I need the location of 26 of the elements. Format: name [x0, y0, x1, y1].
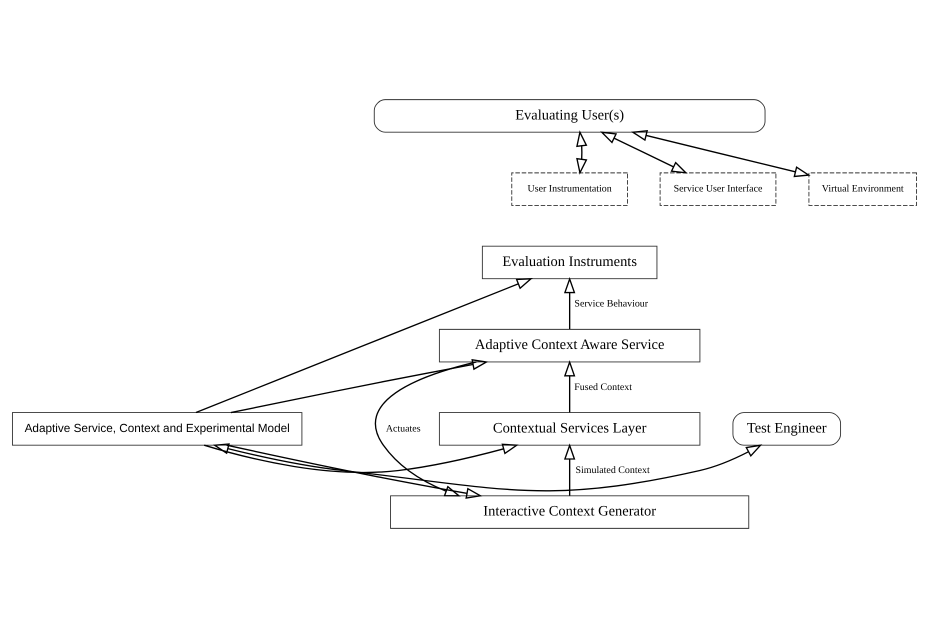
arrow	[564, 360, 576, 412]
node-box: Contextual Services Layer	[438, 412, 700, 446]
arrow	[564, 276, 576, 329]
edge-label: Fused Context	[574, 381, 632, 392]
node-box: Evaluating User(s)	[374, 98, 766, 132]
node-box: Adaptive Service, Context and Experimental Model	[12, 412, 302, 446]
node-box: Evaluation Instruments	[482, 245, 658, 279]
arrow	[196, 278, 533, 413]
node-box: Virtual Environment	[808, 172, 917, 206]
arrow	[576, 130, 588, 174]
node-box: Interactive Context Generator	[390, 494, 750, 528]
node-box: Adaptive Context Aware Service	[438, 328, 700, 362]
node-box: Service User Interface	[660, 172, 776, 206]
arrow	[226, 444, 482, 498]
arrow	[564, 442, 576, 495]
edge-label: Actuates	[386, 422, 421, 434]
arrow	[204, 443, 519, 473]
arrow	[230, 358, 488, 413]
arrow	[630, 130, 811, 177]
arrow	[600, 130, 688, 174]
node-box: User Instrumentation	[511, 172, 628, 206]
edge-label: Service Behaviour	[574, 298, 648, 310]
node-box: Test Engineer	[732, 412, 842, 446]
arrow	[374, 360, 477, 496]
edge-label: Simulated Context	[575, 464, 650, 476]
arrow	[212, 442, 762, 491]
